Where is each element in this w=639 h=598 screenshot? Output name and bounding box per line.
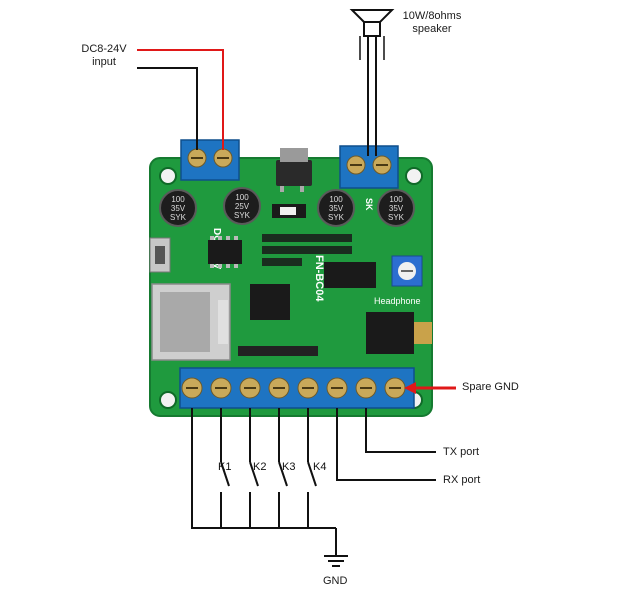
speaker-icon [349,9,395,37]
capacitor-text: 35V [171,204,186,213]
smd-switch-knob [280,207,296,215]
switch-contact-k2 [249,461,259,487]
capacitor-text: 35V [389,204,404,213]
resistor-array [262,234,352,266]
capacitor-text: SYK [234,211,251,220]
tx-wire [365,408,436,453]
sd-card-slot [151,283,231,361]
pin-header [238,346,318,356]
switch-wiring [191,408,436,530]
board-headphone-text: Headphone [374,296,421,306]
amplifier-chip [324,262,376,288]
capacitor-text: 100 [389,195,403,204]
power-input-label-line2: input [92,56,116,68]
capacitor-text: 25V [235,202,250,211]
potentiometer [391,255,423,287]
capacitor: 100 35V SYK [317,189,355,227]
switch-contact-k4 [307,461,317,487]
power-input-label-line1: DC8-24V [81,43,127,55]
switch-label-k3: K3 [282,461,295,473]
switch-label-k1: K1 [218,461,231,473]
power-input-label: DC8-24V input [72,43,136,69]
board-sk-text: SK [364,198,374,211]
ground-bus-wire [191,408,336,529]
board-model-text: FN-BC04 [313,255,325,302]
headphone-jack [366,312,432,354]
gnd-label: GND [323,575,348,587]
ic-chip-8pin [208,236,242,268]
capacitor-text: SYK [388,213,405,222]
tx-port-label: TX port [443,446,480,458]
speaker-label-line2: speaker [412,23,452,35]
speaker-label: 10W/8ohms speaker [392,10,472,36]
capacitor-text: 100 [329,195,343,204]
terminal-screws [181,377,406,399]
usb-port-slot [155,246,165,264]
mounting-hole [159,167,177,185]
capacitor-text: 100 [235,193,249,202]
switch-label-k4: K4 [313,461,326,473]
ground-icon [324,530,348,567]
switch-label-k2: K2 [253,461,266,473]
main-chip [250,284,290,320]
capacitor: 100 35V SYK [377,189,415,227]
spare-gnd-arrow [404,382,456,394]
capacitor-text: 35V [329,204,344,213]
voltage-regulator [276,148,312,192]
capacitor: 100 35V SYK [159,189,197,227]
capacitor-text: 100 [171,195,185,204]
power-negative-wire [137,67,198,150]
power-terminal-block [180,139,240,181]
mounting-hole [405,167,423,185]
switch-contact-k3 [278,461,288,487]
spare-gnd-label: Spare GND [462,381,519,393]
switch-contact-k1 [220,461,230,487]
rx-wire [336,408,436,481]
rx-port-label: RX port [443,474,481,486]
mounting-hole [159,391,177,409]
power-positive-wire [137,49,224,150]
capacitor: 100 25V SYK [223,187,261,225]
capacitor-text: SYK [328,213,345,222]
capacitor-text: SYK [170,213,187,222]
speaker-label-line1: 10W/8ohms [402,10,462,22]
